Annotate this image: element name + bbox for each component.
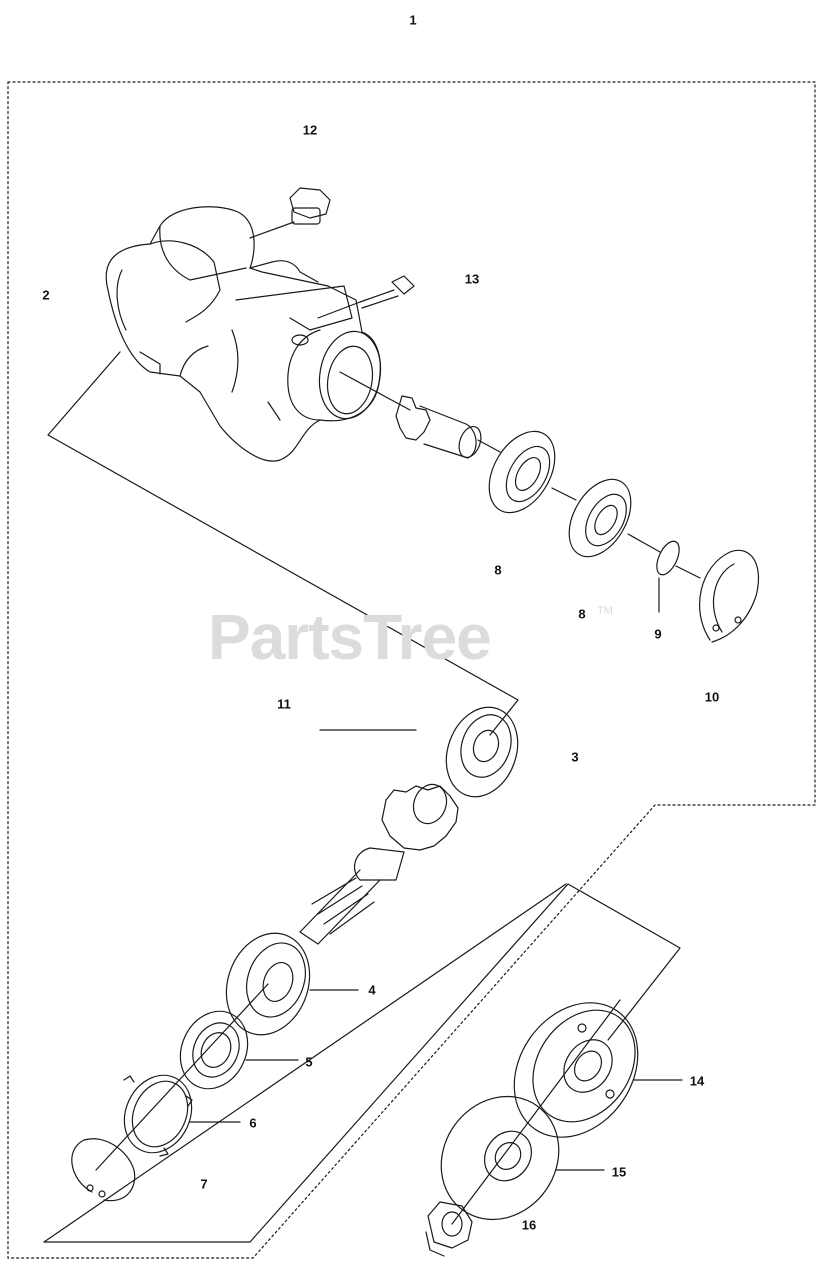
- callout-16: 16: [521, 1217, 537, 1233]
- circlip-10: [675, 549, 760, 643]
- bracket-housing: [47, 351, 519, 736]
- clamp-screw: [317, 275, 415, 319]
- support-cup-15: [440, 1095, 605, 1221]
- callout-14: 14: [689, 1073, 705, 1089]
- bearing-upper-b: [551, 478, 632, 558]
- gear-housing: [105, 206, 382, 462]
- callout-4: 4: [368, 982, 376, 998]
- flange-14: [513, 1002, 683, 1138]
- circlip-7: [71, 1138, 136, 1202]
- callout-8-b: 8: [578, 606, 586, 622]
- bevel-gear-shaft: [299, 783, 459, 945]
- washer-6: [123, 1074, 241, 1157]
- trademark-mark: TM: [597, 605, 613, 617]
- callout-13: 13: [464, 271, 480, 287]
- shim-9: [627, 533, 680, 613]
- callout-12: 12: [302, 122, 318, 138]
- bearing-4: [225, 932, 359, 1036]
- callout-6: 6: [249, 1115, 257, 1131]
- assembly-boundary: [7, 81, 816, 1259]
- pinion-gear: [339, 371, 482, 459]
- shaft-axis-right: [451, 999, 621, 1225]
- callout-15: 15: [611, 1164, 627, 1180]
- watermark: PartsTree: [208, 601, 492, 673]
- seal-5: [179, 1010, 299, 1090]
- callout-5: 5: [305, 1054, 313, 1070]
- callout-10: 10: [704, 689, 720, 705]
- shaft-axis-lower: [95, 983, 269, 1171]
- callout-2: 2: [42, 287, 50, 303]
- nut-16: [425, 1201, 473, 1257]
- bearing-upper-a: [477, 430, 556, 514]
- bracket-shaft-group: [43, 883, 681, 1243]
- callout-1: 1: [409, 12, 417, 28]
- callout-8-a: 8: [494, 562, 502, 578]
- bearing-3: [445, 706, 519, 798]
- callout-9: 9: [654, 626, 662, 642]
- callout-11: 11: [277, 696, 291, 712]
- callout-7: 7: [200, 1176, 208, 1192]
- oil-plug: [249, 187, 331, 239]
- callout-3: 3: [571, 749, 579, 765]
